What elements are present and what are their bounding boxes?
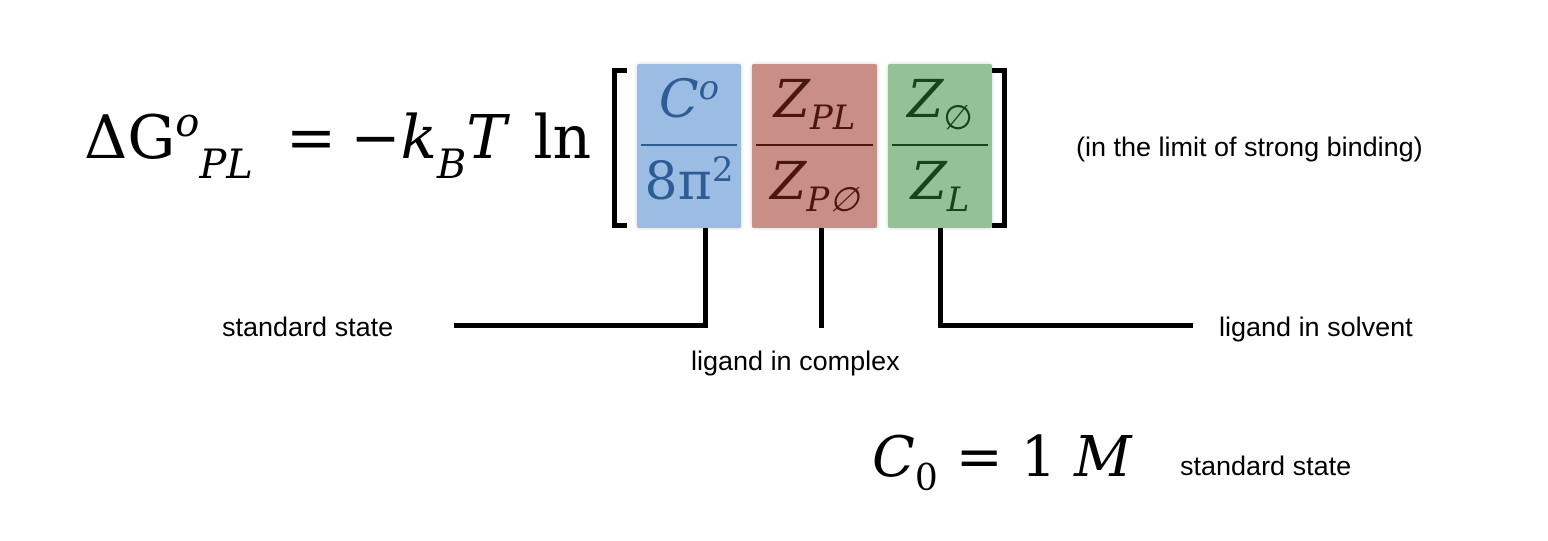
c-superscript: o — [698, 68, 720, 108]
c0-subscript: 0 — [914, 458, 938, 499]
z-p-empty-subscript: P∅ — [806, 180, 859, 220]
complex-denominator: ZP∅ — [752, 156, 877, 217]
delta-g-symbol: ΔG — [84, 103, 176, 173]
boltzmann-k: k — [400, 103, 437, 173]
standard-concentration-equation: C0=1 M — [872, 430, 1131, 497]
standard-state-numerator: Co — [637, 71, 741, 126]
z-l-symbol: Z — [910, 152, 947, 212]
z-empty-subscript: ∅ — [943, 98, 973, 138]
c0-equals: = — [955, 425, 1003, 490]
minus-sign: − — [350, 103, 401, 173]
z-pl-subscript: PL — [809, 98, 856, 138]
complex-connector-vertical — [819, 228, 824, 328]
limit-note: (in the limit of strong binding) — [1076, 132, 1423, 162]
ln-symbol: ln — [533, 103, 592, 173]
z-empty-symbol: Z — [907, 70, 944, 130]
pi-exponent: 2 — [711, 150, 734, 190]
left-bracket — [612, 68, 627, 228]
complex-numerator: ZPL — [752, 74, 877, 135]
eight-pi: 8π — [644, 152, 712, 212]
solvent-numerator: Z∅ — [888, 74, 992, 135]
solvent-connector-vertical — [938, 228, 943, 328]
solvent-fraction-bar — [892, 144, 988, 146]
c0-symbol: C — [872, 425, 915, 490]
c-symbol: C — [658, 70, 699, 130]
ligand-solvent-label: ligand in solvent — [1219, 312, 1413, 342]
z-l-subscript: L — [946, 180, 970, 220]
ligand-complex-label: ligand in complex — [691, 346, 900, 376]
standard-state-connector-vertical — [703, 228, 708, 328]
lhs-superscript: o — [175, 100, 200, 146]
temperature-symbol: T — [466, 103, 507, 173]
z-p-empty-symbol: Z — [770, 152, 807, 212]
standard-state-fraction-bar — [641, 144, 737, 146]
complex-fraction-box: ZPL ZP∅ — [752, 64, 877, 228]
standard-state-connector-horizontal — [454, 323, 708, 328]
footer-standard-state-label: standard state — [1180, 451, 1352, 481]
boltzmann-subscript: B — [436, 142, 467, 188]
solvent-fraction-box: Z∅ ZL — [888, 64, 992, 228]
complex-fraction-bar — [756, 144, 873, 146]
z-pl-symbol: Z — [773, 70, 810, 130]
equals-sign: = — [285, 103, 337, 173]
lhs-subscript: PL — [199, 142, 253, 188]
equation-lhs: ΔGoPL =−kBT ln — [84, 103, 591, 185]
solvent-denominator: ZL — [888, 156, 992, 217]
c0-value: 1 — [1020, 425, 1057, 490]
standard-state-denominator: 8π2 — [637, 153, 741, 208]
solvent-connector-horizontal — [938, 323, 1193, 328]
standard-state-fraction-box: Co 8π2 — [637, 64, 741, 228]
c0-unit: M — [1074, 425, 1132, 490]
standard-state-label: standard state — [222, 312, 394, 342]
right-bracket — [992, 68, 1007, 228]
